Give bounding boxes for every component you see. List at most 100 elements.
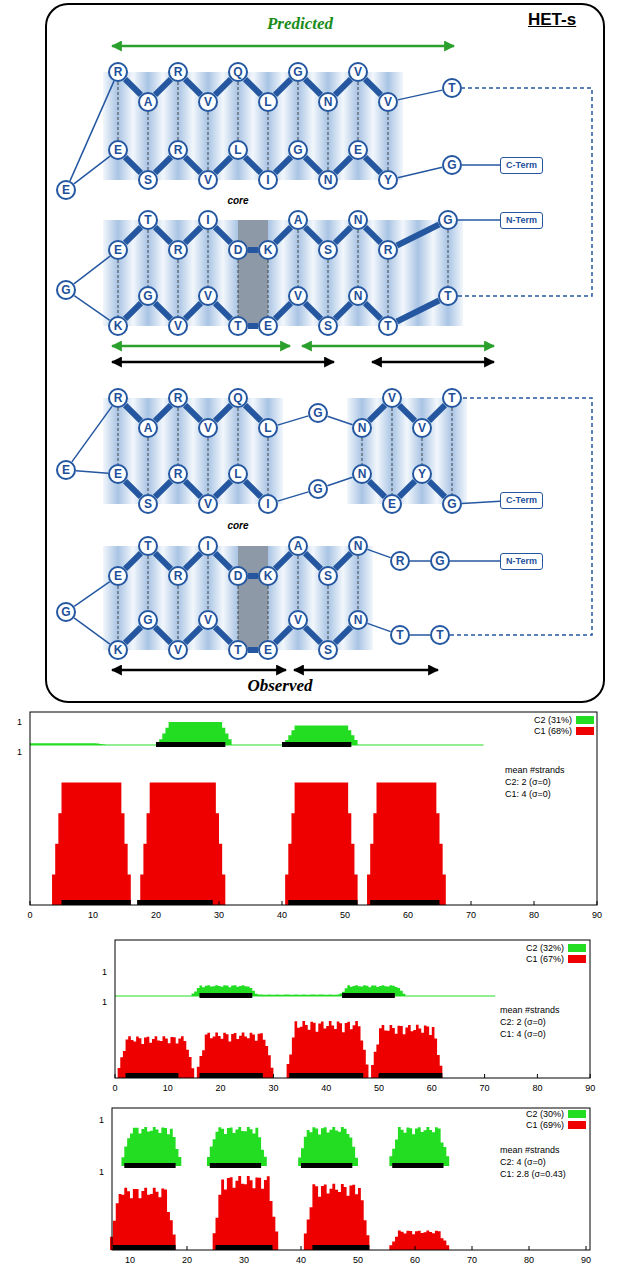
residue-letter: G — [443, 214, 452, 226]
residue-circle: K — [108, 640, 128, 660]
hbond-line — [148, 112, 149, 170]
chart-text: 20 — [216, 1083, 226, 1093]
backbone-bond — [155, 303, 171, 319]
chart-text: 40 — [277, 910, 287, 920]
loop-link — [462, 164, 500, 166]
residue-circle: S — [318, 640, 338, 660]
loop-link — [462, 501, 500, 503]
residue-circle: A — [138, 92, 158, 112]
residue-circle: V — [198, 92, 218, 112]
baseline — [30, 745, 484, 746]
residue-letter: I — [266, 174, 269, 186]
hbond-line — [208, 556, 209, 610]
terminus-box: C-Term — [500, 492, 543, 509]
chart-text: 20 — [151, 910, 161, 920]
residue-letter: S — [144, 174, 152, 186]
backbone-bond — [335, 553, 351, 569]
chart-text: 0 — [112, 1083, 117, 1093]
backbone-bond — [399, 405, 415, 421]
legend-text: C2 (30%) — [526, 1109, 564, 1119]
backbone-bond — [245, 157, 261, 173]
loop-residue: T — [430, 625, 450, 645]
residue-circle: T — [442, 388, 462, 408]
hbond-line — [298, 230, 299, 286]
chart-text: C2: 2 (σ=0) — [500, 1017, 546, 1027]
legend-swatch — [568, 944, 586, 952]
chart-text: mean #strands — [500, 1145, 560, 1155]
residue-letter: E — [114, 144, 122, 156]
tick-mark — [93, 901, 94, 905]
residue-letter: R — [174, 392, 183, 404]
residue-circle: R — [168, 464, 188, 484]
profile-chart — [73, 1108, 590, 1250]
panel-frame — [46, 4, 604, 702]
residue-letter: T — [234, 320, 241, 332]
loop-link — [76, 471, 108, 473]
strand-bar — [379, 1073, 442, 1078]
backbone-bond — [215, 227, 231, 243]
backbone-bond — [155, 227, 171, 243]
residue-circle: V — [348, 62, 368, 82]
tick-mark — [301, 1246, 302, 1250]
tick-mark — [590, 1074, 591, 1078]
residue-letter: S — [144, 498, 152, 510]
backbone-bond — [125, 157, 141, 173]
backbone-bond — [365, 227, 381, 243]
chart-text: 1 — [99, 1115, 104, 1125]
residue-letter: L — [264, 422, 271, 434]
residue-letter: L — [234, 144, 241, 156]
hbond-line — [268, 260, 269, 316]
strand-bar — [312, 1245, 369, 1250]
chart-text: 90 — [592, 910, 602, 920]
residue-letter: V — [294, 614, 302, 626]
chart-text: 50 — [374, 1083, 384, 1093]
profile-chart — [115, 940, 590, 1078]
backbone-bond — [215, 157, 231, 173]
loop-link — [450, 560, 500, 562]
strand-bar — [126, 1073, 179, 1078]
residue-letter: V — [204, 174, 212, 186]
profile-area — [30, 722, 484, 745]
residue-circle: T — [438, 286, 458, 306]
backbone-bond — [125, 553, 141, 569]
hbond-line — [298, 556, 299, 610]
residue-circle: K — [258, 566, 278, 586]
residue-circle: S — [318, 566, 338, 586]
strand-bar — [210, 1163, 261, 1168]
backbone-bond — [125, 405, 141, 421]
backbone-bond — [399, 481, 415, 497]
chart-text: 1 — [102, 997, 107, 1007]
chart-text: C1: 4 (σ=0) — [500, 1029, 546, 1039]
loop-link — [410, 560, 430, 562]
residue-letter: S — [324, 320, 332, 332]
loop-residue: G — [56, 280, 76, 300]
loop-link — [410, 634, 430, 636]
tick-mark — [130, 1246, 131, 1250]
backbone-bond — [397, 300, 439, 321]
bulge-shading — [238, 220, 268, 326]
hbond-line — [148, 230, 149, 286]
loop-link — [70, 81, 114, 181]
chart-text: C1: 4 (σ=0) — [505, 789, 551, 799]
hbond-line — [118, 260, 119, 316]
strand-bar — [282, 742, 351, 747]
chart-text: C1: 2.8 (σ=0.43) — [500, 1169, 566, 1179]
tick-mark — [156, 901, 157, 905]
hbond-line — [208, 230, 209, 286]
backbone-bond — [215, 79, 231, 95]
backbone-bond — [185, 157, 201, 173]
residue-circle: V — [288, 610, 308, 630]
tick-mark — [431, 1074, 432, 1078]
residue-letter: N — [358, 422, 367, 434]
chart-text: 90 — [581, 1255, 591, 1265]
residue-circle: R — [108, 388, 128, 408]
residue-letter: T — [396, 629, 403, 641]
hbond-line — [118, 586, 119, 640]
residue-letter: G — [293, 66, 302, 78]
strand-bar — [392, 1163, 443, 1168]
legend-swatch — [576, 727, 594, 735]
tick-mark — [534, 901, 535, 905]
backbone-bond — [335, 627, 351, 643]
residue-circle: G — [288, 140, 308, 160]
